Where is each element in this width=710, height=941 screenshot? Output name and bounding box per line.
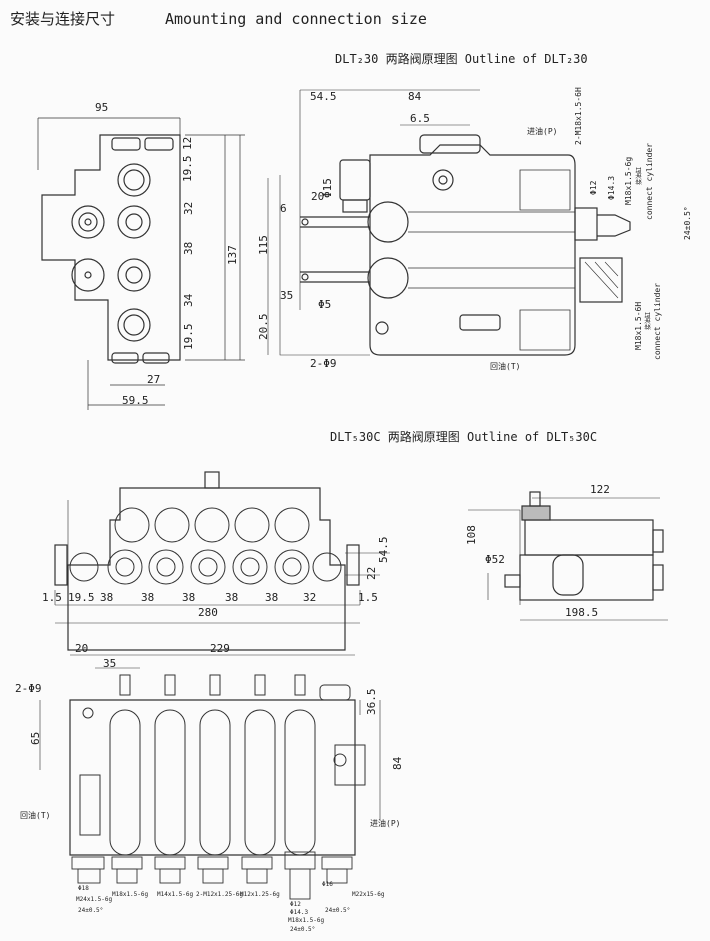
thread-label: 2-M18x1.5-6H xyxy=(574,87,583,145)
dim-label: 20 xyxy=(311,190,325,203)
dim-label: 12 xyxy=(181,136,194,150)
fitting-label: M24x1.5-6g xyxy=(76,896,113,903)
dim-label: 35 xyxy=(280,289,294,302)
fitting-label: M14x1.5-6g xyxy=(157,891,194,898)
dim-label: Φ14.3 xyxy=(607,175,616,200)
thread-label: M18x1.5-6H xyxy=(634,301,643,350)
dlt530-title: DLT₅30C 两路阀原理图 Outline of DLT₅30C xyxy=(330,430,598,444)
fitting-label: M22x15-6g xyxy=(352,891,385,898)
dim-label: 38 xyxy=(265,591,279,604)
dim-label: 38 xyxy=(141,591,155,604)
dim-label: 54.5 xyxy=(310,90,337,103)
dim-label: 38 xyxy=(182,241,195,255)
note-label: connect cylinder xyxy=(645,142,654,220)
page-title-cn: 安装与连接尺寸 xyxy=(10,10,116,28)
dlt530-top-view xyxy=(39,654,381,900)
fitting-label: 24±0.5° xyxy=(290,926,316,933)
inlet-port-label: 进油(P) xyxy=(370,819,401,828)
dim-label: 84 xyxy=(408,90,422,103)
dim-label: 108 xyxy=(465,525,478,545)
dim-label: 1.5 xyxy=(42,591,62,604)
thread-label: M18x1.5-6g xyxy=(624,156,633,205)
dim-label: 198.5 xyxy=(565,606,599,619)
note-label: 接油缸 xyxy=(645,311,652,330)
dim-label: 6 xyxy=(280,202,287,215)
note-label: 接油缸 xyxy=(636,166,643,185)
dim-label: Φ12 xyxy=(589,180,598,195)
dim-label: 19.5 xyxy=(182,323,195,351)
fitting-label: 2-M12x1.25-6g xyxy=(196,891,243,898)
dim-label: 280 xyxy=(198,606,218,619)
fitting-label: M18x1.5-6g xyxy=(288,917,325,924)
fitting-label: M12x1.25-6g xyxy=(240,891,280,898)
fitting-label: Φ16 xyxy=(322,881,333,888)
dim-label: 32 xyxy=(182,201,195,215)
dim-label: 20 xyxy=(75,642,89,655)
dim-label: 2-Φ9 xyxy=(15,682,42,695)
return-port-label: 回油(T) xyxy=(490,362,521,371)
dim-label: 65 xyxy=(29,731,42,745)
dim-label: 1.5 xyxy=(358,591,378,604)
dim-label: 20.5 xyxy=(257,313,270,341)
dim-label: 32 xyxy=(303,591,317,604)
dlt230-front-view xyxy=(267,89,631,356)
dlt230-side-view xyxy=(37,117,245,410)
dim-label: 34 xyxy=(182,293,195,307)
return-port-label: 回油(T) xyxy=(20,811,51,820)
note-label: connect cylinder xyxy=(653,282,662,360)
dim-label: 54.5 xyxy=(377,536,390,564)
dim-label: 84 xyxy=(391,756,404,770)
fitting-label: 24±0.5° xyxy=(325,907,351,914)
dim-label: Φ5 xyxy=(318,298,332,311)
dim-label: 229 xyxy=(210,642,230,655)
dim-label: 59.5 xyxy=(122,394,149,407)
dim-label: 38 xyxy=(100,591,114,604)
dim-label: 115 xyxy=(257,235,270,255)
dim-label: 35 xyxy=(103,657,117,670)
dim-label: 122 xyxy=(590,483,610,496)
dim-label: 137 xyxy=(226,245,239,265)
dim-label: 19.5 xyxy=(181,155,194,183)
page-title-en: Amounting and connection size xyxy=(165,10,427,28)
dim-label: Φ52 xyxy=(485,553,505,566)
dim-label: 38 xyxy=(225,591,239,604)
dim-label: 22 xyxy=(365,566,378,580)
angle-label: 24±0.5° xyxy=(683,206,692,240)
fitting-label: Φ18 xyxy=(78,885,89,892)
fitting-label: Φ12 xyxy=(290,901,301,908)
dim-label: 95 xyxy=(95,101,109,114)
fitting-label: M18x1.5-6g xyxy=(112,891,149,898)
dim-label: 27 xyxy=(147,373,161,386)
fitting-label: 24±0.5° xyxy=(78,907,104,914)
dlt530-front-view xyxy=(54,471,390,651)
inlet-port-label: 进油(P) xyxy=(527,127,558,136)
dim-label: 2-Φ9 xyxy=(310,357,337,370)
dlt230-title: DLT₂30 两路阀原理图 Outline of DLT₂30 xyxy=(335,52,588,66)
dim-label: 6.5 xyxy=(410,112,430,125)
dim-label: 38 xyxy=(182,591,196,604)
dim-label: 36.5 xyxy=(365,688,378,716)
dlt530-side-view xyxy=(468,491,668,621)
dim-label: 19.5 xyxy=(68,591,95,604)
fitting-label: Φ14.3 xyxy=(290,909,309,916)
